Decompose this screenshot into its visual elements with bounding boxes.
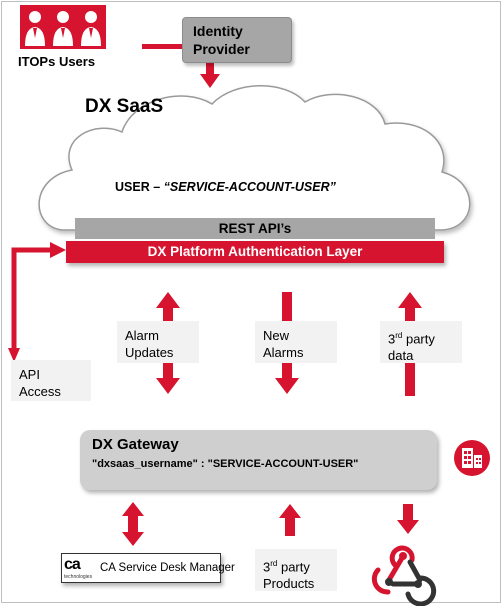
ca-mark: ca — [64, 556, 81, 573]
webhook-down-arrow — [397, 504, 419, 534]
identity-provider-box: Identity Provider — [182, 17, 292, 63]
third-party-products-line2: Products — [263, 576, 315, 592]
third-party-products-rest: party — [277, 559, 310, 575]
third-party-data-line2: data — [388, 348, 414, 364]
saas-cloud — [38, 85, 471, 231]
alarm-updates-label: Alarm Updates — [117, 321, 199, 363]
api-access-label: API Access — [11, 360, 91, 401]
third-party-products-label: 3rd party Products — [255, 549, 337, 591]
ca-service-desk-logo — [61, 553, 221, 583]
dx-gateway-config: "dxsaas_username" : "SERVICE-ACCOUNT-USE… — [92, 458, 359, 470]
api-access-line2: Access — [19, 384, 61, 399]
third-party-products-line1: 3rd party — [263, 555, 329, 575]
new-alarms-line1: New — [263, 328, 290, 343]
third-party-data-rest: party — [402, 331, 435, 347]
rest-api-bar: REST API’s — [75, 218, 435, 239]
users-to-idp-connector — [142, 44, 182, 49]
third-party-products-up-arrow — [279, 504, 301, 536]
users-icon — [20, 5, 106, 49]
dx-gateway-box — [80, 430, 437, 490]
alarm-updates-line2: Updates — [125, 345, 174, 360]
third-party-data-line1: 3rd party — [388, 327, 454, 347]
ca-technologies-text: technologies — [64, 574, 93, 580]
itops-users-label: ITOPs Users — [18, 54, 96, 69]
third-party-data-num: 3 — [388, 331, 396, 347]
alarm-updates-line1: Alarm — [125, 328, 159, 343]
third-party-data-label: 3rd party data — [380, 321, 462, 363]
idp-down-arrow — [200, 62, 220, 88]
third-party-products-sup: rd — [270, 559, 278, 568]
third-party-data-sup: rd — [395, 331, 403, 340]
service-account-user-label: USER – “SERVICE-ACCOUNT-USER” — [115, 180, 336, 194]
auth-layer-bar: DX Platform Authentication Layer — [66, 241, 444, 263]
building-icon — [454, 440, 490, 476]
webhook-icon — [371, 545, 437, 606]
service-user-prefix: USER – — [115, 180, 164, 194]
service-user-name: “SERVICE-ACCOUNT-USER” — [163, 180, 336, 194]
identity-provider-line1: Identity — [193, 23, 243, 39]
dx-saas-title: DX SaaS — [85, 96, 164, 117]
api-access-line1: API — [19, 367, 40, 382]
ca-service-desk-text: CA Service Desk Manager — [100, 562, 235, 574]
ca-double-arrow — [122, 502, 144, 546]
third-party-products-num: 3 — [263, 559, 271, 575]
new-alarms-label: New Alarms — [255, 321, 337, 363]
dx-gateway-title: DX Gateway — [92, 436, 179, 453]
new-alarms-line2: Alarms — [263, 345, 304, 360]
api-access-connector — [8, 242, 66, 362]
identity-provider-line2: Provider — [193, 41, 250, 57]
